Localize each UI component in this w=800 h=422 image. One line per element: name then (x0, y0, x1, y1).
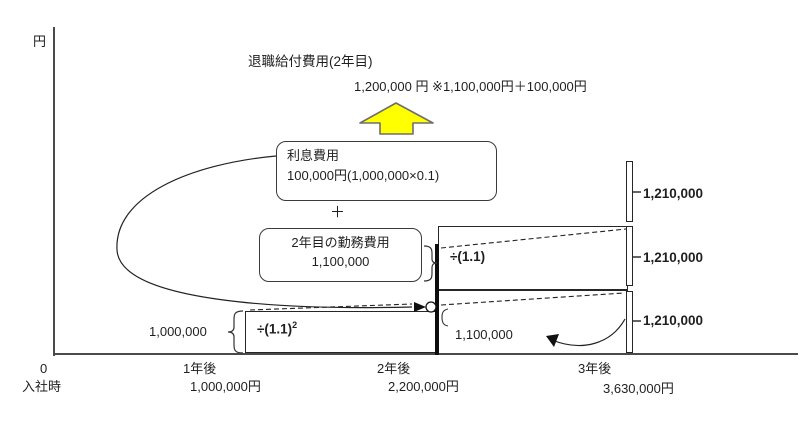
service-cost-callout: 2年目の勤務費用 1,100,000 (259, 228, 422, 282)
right-bar-label-top: 1,210,000 (643, 186, 704, 201)
interest-cost-title: 利息費用 (287, 148, 340, 163)
y-axis-line (53, 27, 55, 356)
x-tick-year2: 2年後 (377, 361, 411, 376)
pv-dashed-line-bottom-band (440, 292, 625, 306)
year1-amount-label: 1,000,000 (149, 324, 207, 339)
right-bar-label-bottom: 1,210,000 (643, 313, 704, 328)
x-axis-line (53, 353, 798, 355)
bottom-right-connector-curve (551, 318, 626, 347)
year1-discount-box (245, 311, 438, 353)
service-cost-amount: 1,100,000 (311, 254, 370, 270)
diagram-amount-line: 1,200,000 円 ※1,100,000円＋100,000円 (354, 79, 587, 94)
plus-sign: ＋ (330, 204, 346, 221)
right-bar-segment-middle (626, 226, 633, 286)
year1-formula-base: ÷(1.1) (257, 321, 293, 337)
interest-cost-callout: 利息費用 100,000円(1,000,000×0.1) (276, 141, 497, 201)
service-cost-title: 2年目の勤務費用 (291, 235, 390, 250)
x-origin-tick: 0 (40, 361, 48, 376)
right-bar-segment-bottom (626, 291, 633, 353)
bottom-right-arrowhead-icon (546, 334, 559, 347)
left-amount-brace-icon (227, 310, 244, 354)
bottom-band-amount-label: 1,100,000 (455, 327, 513, 342)
bottom-band-top-edge (438, 290, 628, 292)
y-axis-unit-label: 円 (33, 34, 47, 49)
right-bar-segment-top (626, 161, 633, 222)
year2-discount-formula: ÷(1.1) (450, 249, 486, 264)
year2-divider-line (435, 244, 439, 355)
year1-discount-formula: ÷(1.1)2 (257, 320, 297, 338)
bottom-band-tick-brace-icon (441, 308, 449, 327)
x-amount-year3: 3,630,000円 (603, 381, 674, 396)
x-tick-year1: 1年後 (183, 361, 217, 376)
up-block-arrow-icon (359, 102, 434, 135)
interest-cost-detail: 100,000円(1,000,000×0.1) (287, 168, 440, 184)
x-tick-year3: 3年後 (578, 361, 612, 376)
diagram-title: 退職給付費用(2年目) (248, 54, 373, 69)
x-origin-label: 入社時 (22, 379, 62, 394)
x-amount-year1: 1,000,000円 (190, 379, 261, 394)
right-bar-label-middle: 1,210,000 (643, 250, 704, 265)
x-amount-year2: 2,200,000円 (388, 379, 459, 394)
year1-formula-exponent: 2 (292, 320, 298, 330)
pv-dashed-line-year1-box (249, 303, 413, 311)
